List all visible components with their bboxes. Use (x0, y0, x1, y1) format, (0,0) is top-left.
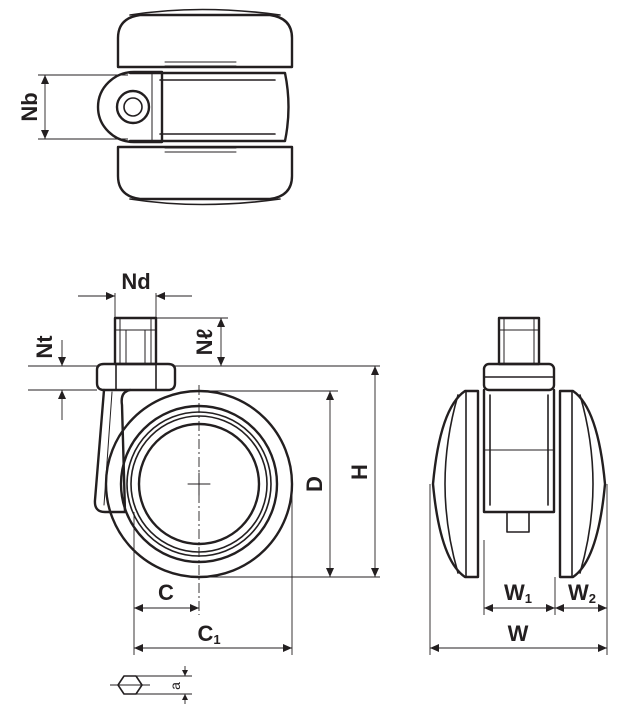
label-w1: W1 (504, 580, 532, 606)
top-stem-boss (96, 70, 164, 144)
label-nt: Nt (32, 335, 57, 359)
side-collar (95, 362, 177, 392)
side-housing-arm (93, 388, 132, 514)
label-c: C (158, 580, 174, 605)
label-a: a (167, 682, 183, 690)
front-wheel-left (431, 389, 480, 579)
label-w2: W2 (568, 580, 596, 606)
top-housing (128, 71, 290, 143)
front-view: W1 W2 W (429, 316, 608, 655)
label-nl: Nℓ (192, 328, 217, 355)
hex-key-symbol (117, 675, 143, 695)
label-h: H (347, 464, 372, 480)
label-d: D (302, 476, 327, 492)
top-wheel-lower-tread (129, 198, 281, 206)
top-stem-hole-outer (115, 89, 151, 125)
front-wheel-right (558, 389, 607, 579)
top-view: Nb (17, 8, 294, 206)
front-stem (497, 316, 541, 366)
side-stem (113, 316, 158, 366)
front-housing (482, 388, 556, 514)
top-wheel-upper (116, 13, 294, 69)
label-w: W (508, 621, 529, 646)
side-view: Nd Nℓ Nt D H C (28, 269, 380, 704)
top-stem-hole-inner (123, 97, 143, 117)
front-axle (506, 511, 530, 533)
label-nb: Nb (17, 92, 42, 121)
top-wheel-upper-tread (129, 8, 281, 16)
top-wheel-lower (116, 145, 294, 201)
label-nd: Nd (121, 269, 150, 294)
label-c1: C1 (197, 621, 220, 647)
